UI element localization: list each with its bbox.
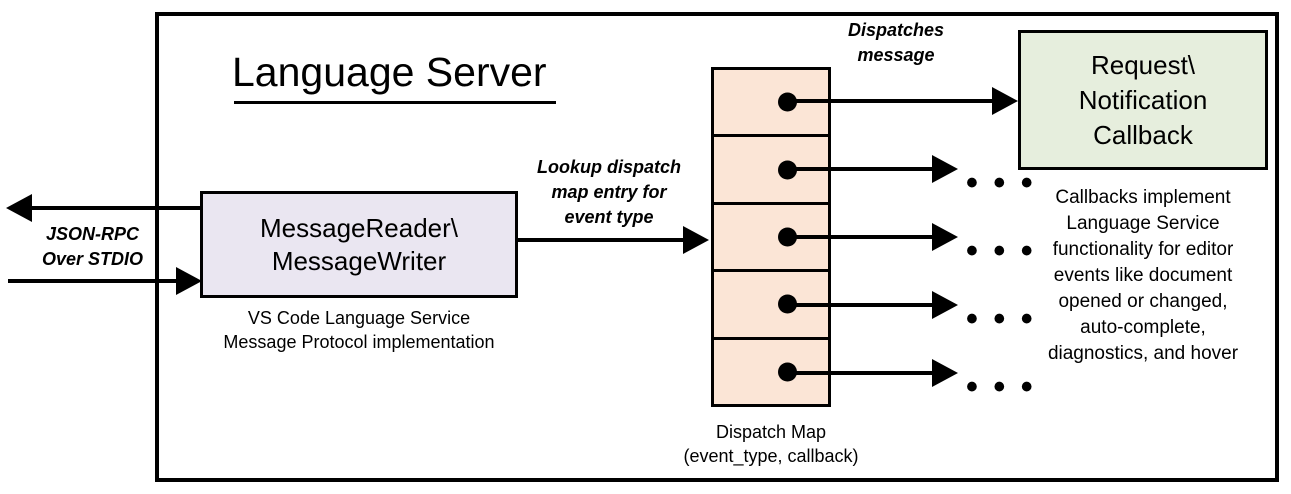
dispatch-arrow-line-2 [790,167,934,171]
json-rpc-annotation-line-1: JSON-RPC [45,224,139,244]
dispatch-map-caption-line-1: Dispatch Map [715,422,827,442]
message-box-caption-line-1: VS Code Language Service [247,308,471,328]
lookup-dispatch-annotation-line-2: map entry for [551,182,667,202]
outgoing-message-arrowhead [6,194,32,222]
callback-pointer-dot [778,92,797,112]
dispatch-arrow-head-3 [932,223,958,251]
dispatch-message-annotation-line-2: message [857,45,935,65]
dispatch-map-caption-line-2: (event_type, callback) [683,446,859,466]
language-server-boundary [155,12,1279,482]
page-title: Language Server [232,49,547,95]
callback-box-caption: Callbacks implement Language Service fun… [1008,185,1278,367]
callback-box-line-2: Notification [1078,84,1208,115]
dispatch-ellipsis-5: • • • [966,368,1036,406]
dispatch-arrow-line-1 [790,99,994,103]
dispatch-map-row[interactable] [714,340,828,404]
callback-box-caption-line-5: opened or changed, [1058,291,1228,312]
message-reader-label: MessageReader\ [260,212,458,243]
callback-pointer-dot [778,227,797,247]
dispatch-arrow-head-5 [932,359,958,387]
message-reader-writer-box[interactable]: MessageReader\ MessageWriter [200,191,518,298]
dispatch-arrow-line-3 [790,235,934,239]
incoming-message-arrowhead [176,267,202,295]
callback-box-caption-line-2: Language Service [1066,213,1220,234]
callback-pointer-dot [778,294,797,314]
dispatch-arrow-line-5 [790,371,934,375]
lookup-dispatch-line [518,238,685,242]
message-box-caption: VS Code Language Service Message Protoco… [200,306,518,354]
dispatch-arrow-head-1 [992,87,1018,115]
dispatch-map-row[interactable] [714,272,828,340]
dispatch-arrow-line-4 [790,303,934,307]
callback-box-caption-line-1: Callbacks implement [1055,187,1231,208]
lookup-dispatch-annotation-line-3: event type [564,207,654,227]
outgoing-message-line [32,206,202,210]
dispatch-map-row[interactable] [714,205,828,273]
callback-box-caption-line-4: events like document [1053,265,1233,286]
callback-box-caption-line-6: auto-complete, [1080,317,1206,338]
callback-box-line-3: Callback [1093,119,1193,150]
dispatch-map-row[interactable] [714,137,828,205]
callback-box-caption-line-7: diagnostics, and hover [1047,343,1239,364]
incoming-message-line [8,279,180,283]
callback-box-caption-line-3: functionality for editor [1052,239,1234,260]
request-notification-callback-box[interactable]: Request\ Notification Callback [1018,30,1268,170]
dispatch-map-caption: Dispatch Map (event_type, callback) [645,420,897,468]
dispatch-arrow-head-2 [932,155,958,183]
message-writer-label: MessageWriter [271,245,447,276]
callback-pointer-dot [778,160,797,180]
lookup-dispatch-annotation-line-1: Lookup dispatch [537,157,681,177]
lookup-dispatch-arrowhead [683,226,709,254]
callback-box-line-1: Request\ [1090,49,1196,80]
page-title-underline [234,101,556,104]
dispatch-message-annotation: Dispatches message [832,18,960,68]
dispatch-arrow-head-4 [932,291,958,319]
json-rpc-annotation-line-2: Over STDIO [41,249,144,269]
dispatch-map-row[interactable] [714,70,828,138]
message-box-caption-line-2: Message Protocol implementation [223,332,495,352]
json-rpc-annotation: JSON-RPC Over STDIO [20,222,165,272]
dispatch-message-annotation-line-1: Dispatches [847,20,945,40]
lookup-dispatch-annotation: Lookup dispatch map entry for event type [518,155,700,230]
callback-pointer-dot [778,362,797,382]
